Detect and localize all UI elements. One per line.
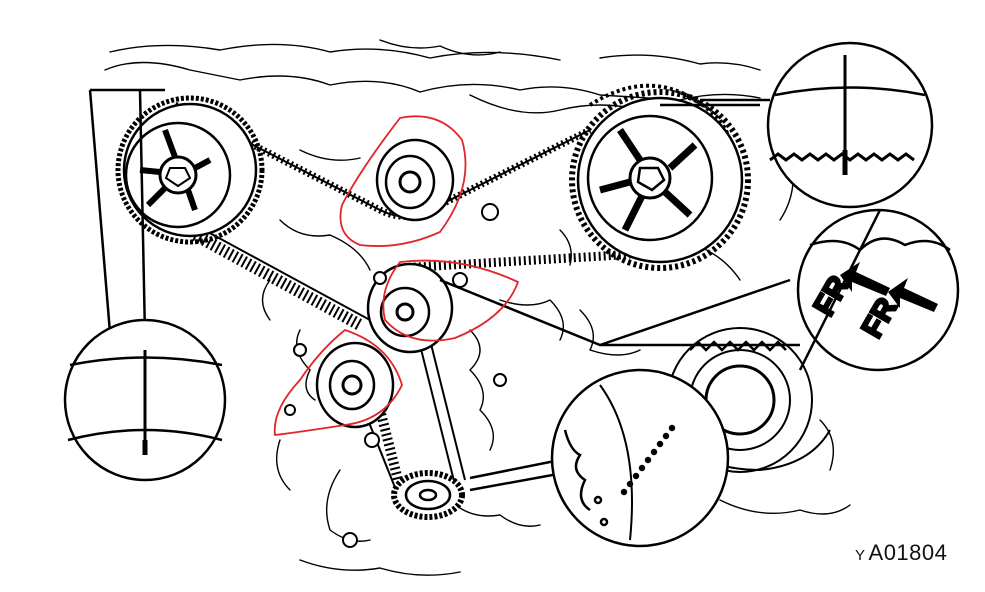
right-timing-mark-callout xyxy=(660,41,934,209)
bolts xyxy=(284,203,507,548)
front-arrow-icon xyxy=(840,262,938,312)
tensioner-pulley xyxy=(315,341,395,429)
highlight-annotations xyxy=(273,115,519,436)
reference-number: A01804 xyxy=(868,540,948,565)
right-camshaft-pulley xyxy=(569,89,751,271)
left-timing-mark-callout xyxy=(63,88,227,482)
upper-idler-highlight xyxy=(339,115,467,247)
center-idler-pulley xyxy=(366,262,454,354)
left-camshaft-pulley xyxy=(115,95,265,245)
reference-prefix: Y xyxy=(855,547,866,564)
front-direction-callout: FR FR xyxy=(439,208,960,372)
crankshaft-sprocket xyxy=(391,470,465,520)
center-idler-highlight xyxy=(382,259,519,342)
crank-timing-mark-callout xyxy=(469,368,730,548)
tensioner-highlight xyxy=(273,329,403,436)
crank-timing-dots xyxy=(620,424,676,496)
upper-idler-pulley xyxy=(375,138,455,222)
